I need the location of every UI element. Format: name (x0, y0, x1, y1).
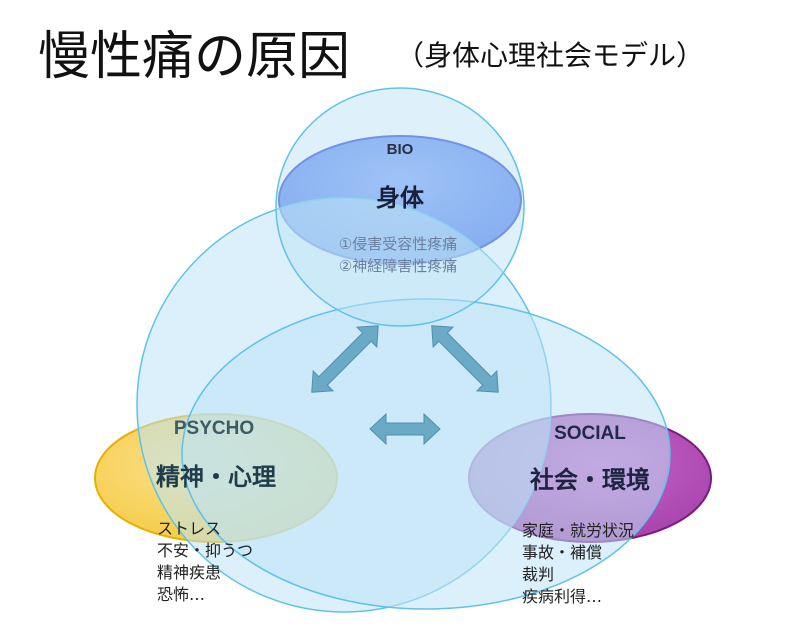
social-item-list: 家庭・就労状況 事故・補償 裁判 疾病利得… (522, 520, 634, 608)
social-item: 裁判 (522, 565, 555, 584)
social-tag: SOCIAL (554, 423, 626, 444)
page-subtitle: （身体心理社会モデル） (396, 39, 705, 72)
social-item: 家庭・就労状況 (522, 521, 635, 540)
bio-item-2: ②神経障害性疼痛 (339, 257, 457, 275)
bio-bubble (275, 87, 525, 327)
arrow-group (311, 325, 499, 446)
psycho-item: 不安・抑うつ (157, 541, 254, 560)
social-item: 事故・補償 (522, 543, 603, 562)
page-title: 慢性痛の原因 (38, 27, 351, 87)
social-item: 疾病利得… (522, 587, 603, 606)
arrow-bio-social (431, 325, 499, 393)
social-heading: 社会・環境 (530, 466, 650, 494)
arrow-psycho-social (369, 412, 441, 446)
arrow-bio-psycho (311, 325, 379, 393)
psycho-tag: PSYCHO (174, 418, 254, 439)
psycho-item: ストレス (157, 519, 222, 538)
psycho-heading: 精神・心理 (156, 463, 276, 491)
bio-tag: BIO (387, 141, 414, 158)
psycho-item-list: ストレス 不安・抑うつ 精神疾患 恐怖… (157, 518, 253, 606)
psycho-item: 精神疾患 (157, 563, 222, 582)
bio-heading: 身体 (376, 184, 425, 212)
bio-item-1: ①侵害受容性疼痛 (339, 235, 457, 253)
psycho-item: 恐怖… (157, 585, 206, 604)
